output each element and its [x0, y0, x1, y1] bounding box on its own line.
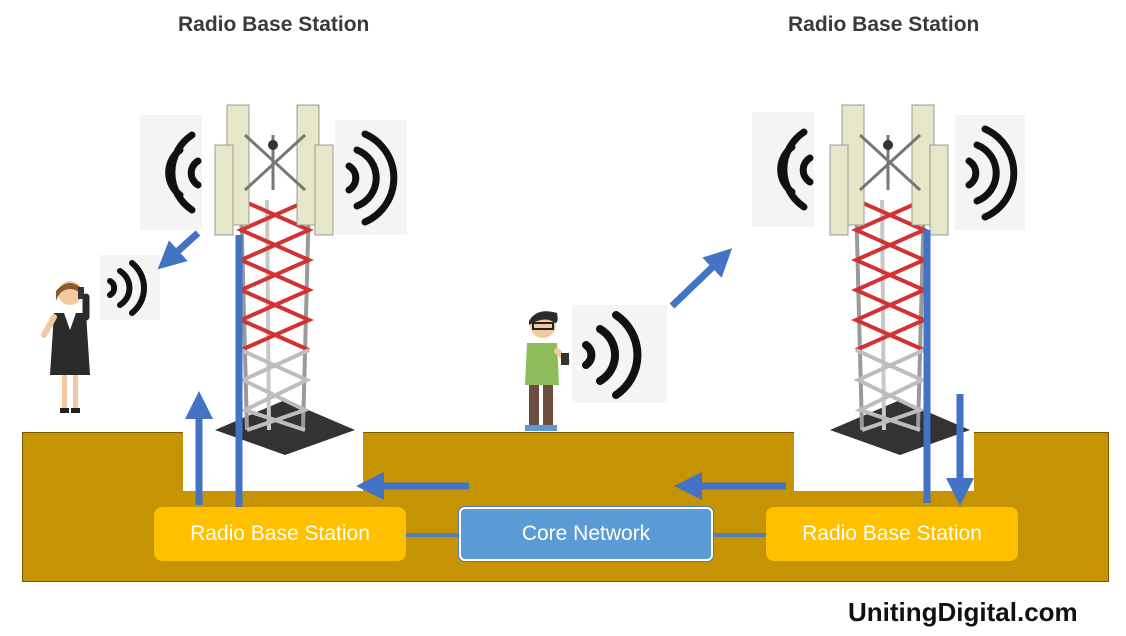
signal-waves-icon-right-tower-right — [965, 125, 1018, 221]
left-station-title: Radio Base Station — [178, 13, 370, 36]
right-rbs-box: Radio Base Station — [766, 507, 1018, 561]
signal-waves-icon-right-tower-left — [777, 128, 814, 211]
right-station-title: Radio Base Station — [788, 13, 980, 36]
signal-waves-icon-woman — [107, 260, 147, 316]
arrow-man-to-right-tower — [669, 248, 733, 309]
left-tower-illustration — [214, 104, 355, 455]
left-rbs-box: Radio Base Station — [154, 507, 406, 561]
arrow-tower-to-woman — [157, 230, 201, 270]
link-left-core — [404, 533, 462, 537]
link-core-right — [712, 533, 768, 537]
right-tower-illustration — [829, 104, 970, 455]
man-with-phone-figure — [525, 311, 570, 431]
signal-waves-icon-man — [582, 311, 642, 399]
woman-with-phone-figure — [41, 281, 90, 413]
core-network-box: Core Network — [459, 507, 713, 561]
brand-watermark: UnitingDigital.com — [848, 597, 1078, 627]
signal-waves-icon-left-tower-left — [165, 131, 202, 214]
signal-waves-icon-left-tower-right — [345, 130, 398, 226]
